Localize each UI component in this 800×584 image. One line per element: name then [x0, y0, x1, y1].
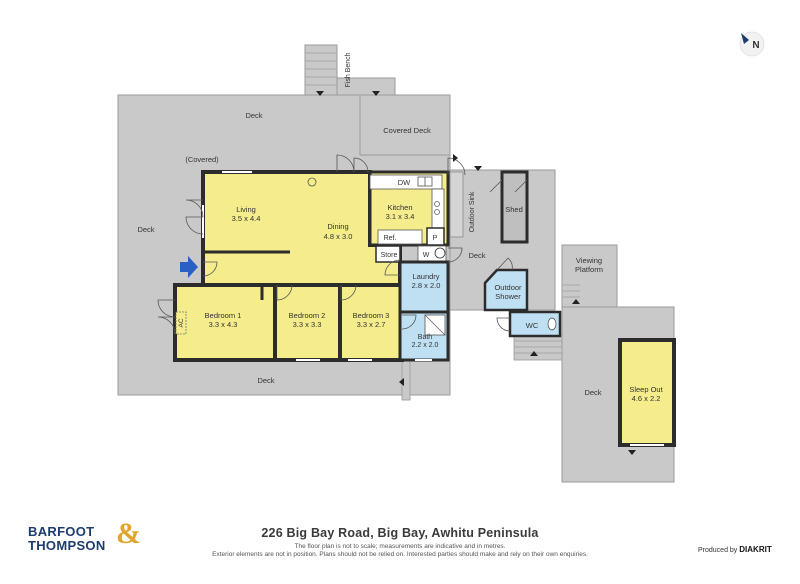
label-wc: WC [526, 321, 539, 330]
flow-arrow-icons [316, 91, 636, 455]
bedroom1-room [173, 283, 277, 362]
brand-logo: BARFOOT THOMPSON & [28, 519, 141, 553]
label-deck-bottom: Deck [257, 376, 274, 385]
label-bedroom3-name: Bedroom 3 [353, 311, 390, 320]
label-covered: (Covered) [185, 155, 219, 164]
washer-icon [434, 247, 446, 259]
label-bedroom2-dims: 3.3 x 3.3 [293, 320, 322, 329]
produced-by: Produced by DIAKRIT [698, 545, 772, 554]
label-kitchen-name: Kitchen [387, 203, 412, 212]
stair-treads-wc [514, 340, 562, 354]
viewing-platform-area [561, 244, 618, 311]
label-store: Store [381, 252, 398, 259]
brand-line-1: BARFOOT [28, 524, 95, 539]
label-viewing-1: Viewing [576, 256, 602, 265]
deck-stairs-top [304, 44, 338, 96]
laundry-room [398, 260, 450, 314]
label-shed: Shed [505, 205, 523, 214]
deck-covered-right [359, 94, 451, 156]
stair-treads-top [305, 52, 337, 86]
label-bath-name: Bath [418, 334, 433, 341]
label-bedroom2-name: Bedroom 2 [289, 311, 326, 320]
label-outdoor-shower-1: Outdoor [494, 283, 522, 292]
brand-line-2: THOMPSON [28, 538, 106, 553]
label-pantry: P [433, 235, 438, 242]
windows [202, 171, 664, 446]
label-deck-central: Deck [468, 251, 485, 260]
property-address: 226 Big Bay Road, Big Bay, Awhitu Penins… [261, 526, 539, 540]
label-dw: DW [398, 178, 411, 187]
label-ac: AC [178, 318, 185, 327]
label-sleepout-dims: 4.6 x 2.2 [632, 394, 661, 403]
label-bedroom1-dims: 3.3 x 4.3 [209, 320, 238, 329]
partitions [203, 250, 290, 300]
deck-steps-wc [513, 334, 563, 361]
stair-treads-viewing [563, 284, 580, 298]
hob-icon [434, 201, 440, 215]
north-needle-icon [741, 33, 749, 44]
label-outdoor-shower-2: Shower [495, 292, 521, 301]
label-bath-dims: 2.2 x 2.0 [412, 342, 439, 349]
heater-icon [307, 177, 317, 187]
label-kitchen-dims: 3.1 x 3.4 [386, 212, 415, 221]
toilet-icon [547, 317, 557, 331]
door-swings [157, 154, 528, 335]
kitchen-bench-right [431, 188, 445, 230]
label-bedroom1-name: Bedroom 1 [205, 311, 242, 320]
label-covered-deck: Covered Deck [383, 126, 431, 135]
label-deck-top: Deck [245, 111, 262, 120]
label-washer: W [423, 252, 430, 259]
shed-room [500, 170, 529, 244]
store-closet [375, 245, 401, 263]
outdoor-sink-bench [449, 171, 464, 238]
ref-space [377, 229, 423, 245]
entry-arrow-icon [180, 256, 198, 278]
pantry [426, 227, 445, 246]
ac-unit [175, 311, 187, 335]
label-dining-name: Dining [327, 222, 348, 231]
disclaimer-line-2: Exterior elements are not in position. P… [212, 551, 588, 558]
label-living-dims: 3.5 x 4.4 [232, 214, 261, 223]
label-deck-right: Deck [584, 388, 601, 397]
label-laundry-name: Laundry [412, 272, 439, 281]
label-ref: Ref. [384, 235, 397, 242]
label-viewing-2: Platform [575, 265, 603, 274]
sink-icon [417, 176, 433, 187]
label-outdoor-sink: Outdoor Sink [469, 191, 476, 232]
label-laundry-dims: 2.8 x 2.0 [412, 281, 441, 290]
kitchen-bench-top [369, 174, 443, 190]
label-fish-bench: Fish Bench [345, 52, 352, 87]
producer-name: DIAKRIT [739, 545, 772, 554]
label-living-name: Living [236, 205, 256, 214]
label-dining-dims: 4.8 x 3.0 [324, 232, 353, 241]
outdoor-shower-room [483, 268, 529, 312]
label-bedroom3-dims: 3.3 x 2.7 [357, 320, 386, 329]
label-deck-left: Deck [137, 225, 154, 234]
disclaimer-line-1: The floor plan is not to scale; measurem… [294, 543, 506, 550]
label-sleepout-name: Sleep Out [629, 385, 663, 394]
shower-diagonal [424, 314, 446, 336]
produced-by-label: Produced by [698, 547, 738, 554]
north-label: N [752, 40, 759, 51]
